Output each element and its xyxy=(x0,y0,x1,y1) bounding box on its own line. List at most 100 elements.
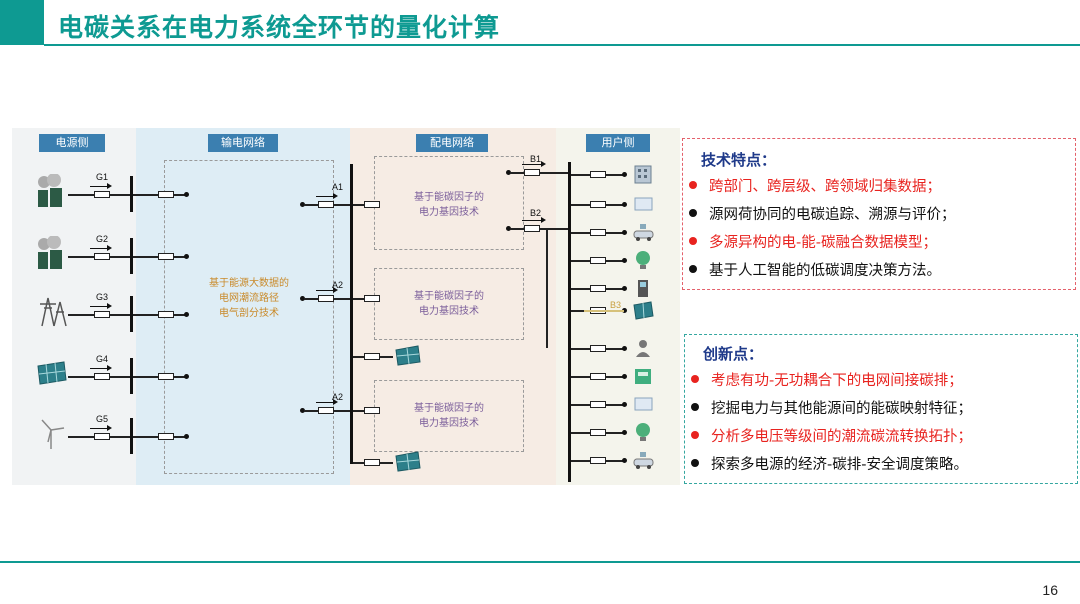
user-label-b3: B3 xyxy=(610,300,622,310)
flow-arrow xyxy=(316,193,338,199)
bulb-icon xyxy=(632,250,654,270)
solar-panel-icon xyxy=(394,450,422,472)
ev-car-icon xyxy=(632,450,654,470)
innovation-item-text: 挖掘电力与其他能源间的能碳映射特征； xyxy=(711,401,972,417)
generator-label: G5 xyxy=(96,414,109,424)
bulb-icon xyxy=(632,422,654,442)
user-label-b2: B2 xyxy=(530,208,542,218)
features-box: 技术特点： 跨部门、跨层级、跨领域归集数据； 源网荷协同的电碳追踪、溯源与评价； 多… xyxy=(682,138,1076,290)
flow-arrow xyxy=(522,217,546,223)
innovation-item-text: 考虑有功-无功耦合下的电网间接碳排； xyxy=(711,373,963,389)
title-bar: 电碳关系在电力系统全环节的量化计算 xyxy=(0,0,1080,48)
charger-icon xyxy=(632,278,654,298)
dist-box-line: 电力基因技术 xyxy=(419,207,479,218)
resistor-symbol xyxy=(590,457,606,464)
node-dot xyxy=(622,230,627,235)
node-dot xyxy=(622,286,627,291)
plant-icon xyxy=(34,173,68,208)
feature-item: 多源异构的电-能-碳融合数据模型； xyxy=(689,231,937,252)
dist-box-line: 电力基因技术 xyxy=(419,418,479,429)
resistor-symbol xyxy=(590,373,606,380)
footer-line xyxy=(0,561,1080,563)
node-dot xyxy=(622,430,627,435)
transmission-panel-label: 输电网络 xyxy=(208,134,278,152)
feature-item-text: 源网荷协同的电碳追踪、溯源与评价； xyxy=(709,207,956,223)
feature-item: 跨部门、跨层级、跨领域归集数据； xyxy=(689,175,941,196)
innovation-item-text: 分析多电压等级间的潮流碳流转换拓扑； xyxy=(711,429,972,445)
flow-arrow xyxy=(90,425,112,431)
bullet-icon xyxy=(691,459,699,467)
node-dot xyxy=(184,374,189,379)
resistor-symbol xyxy=(94,433,110,440)
bullet-icon xyxy=(689,181,697,189)
solar-panel-icon xyxy=(394,344,422,366)
generator-label: G1 xyxy=(96,172,109,182)
source-panel-label: 电源侧 xyxy=(39,134,105,152)
generator-label: G3 xyxy=(96,292,109,302)
resistor-symbol xyxy=(590,201,606,208)
innovation-item: 考虑有功-无功耦合下的电网间接碳排； xyxy=(691,369,963,390)
resistor-symbol xyxy=(590,229,606,236)
node-dot xyxy=(300,408,305,413)
page-title: 电碳关系在电力系统全环节的量化计算 xyxy=(58,13,501,42)
feeder-line xyxy=(353,410,373,412)
node-dot xyxy=(184,254,189,259)
resistor-symbol xyxy=(158,373,174,380)
source-panel: 电源侧 xyxy=(12,128,136,485)
user-label-b1: B1 xyxy=(530,154,542,164)
generator-bus xyxy=(130,418,133,454)
resistor-symbol xyxy=(158,433,174,440)
resistor-symbol xyxy=(364,407,380,414)
node-dot xyxy=(622,202,627,207)
resistor-symbol xyxy=(94,253,110,260)
node-dot xyxy=(184,312,189,317)
title-underline xyxy=(44,44,1080,46)
bullet-icon xyxy=(691,403,699,411)
resistor-symbol xyxy=(364,201,380,208)
node-dot xyxy=(300,202,305,207)
branch-label-a2-second: A2 xyxy=(332,392,344,402)
dist-box-line: 基于能碳因子的 xyxy=(414,403,484,414)
node-dot xyxy=(184,434,189,439)
generator-bus xyxy=(130,296,133,332)
resistor-symbol xyxy=(158,311,174,318)
building-icon xyxy=(632,164,654,184)
branch-label-a2: A2 xyxy=(332,280,344,290)
resistor-symbol xyxy=(590,429,606,436)
node-dot xyxy=(622,374,627,379)
node-dot xyxy=(622,402,627,407)
resistor-symbol xyxy=(590,171,606,178)
distribution-dashed-box-3 xyxy=(374,380,524,452)
feeder-line xyxy=(353,204,373,206)
feature-item-text: 多源异构的电-能-碳融合数据模型； xyxy=(709,235,937,251)
innovation-item-text: 探索多电源的经济-碳排-安全调度策略。 xyxy=(711,457,968,473)
bullet-icon xyxy=(689,237,697,245)
dist-box-line: 基于能碳因子的 xyxy=(414,291,484,302)
transmission-box-text: 基于能源大数据的 电网潮流路径 电气剖分技术 xyxy=(172,276,326,321)
bullet-icon xyxy=(689,265,697,273)
resistor-symbol xyxy=(590,285,606,292)
resistor-symbol xyxy=(158,191,174,198)
page-number: 16 xyxy=(1042,582,1058,598)
resistor-symbol xyxy=(524,169,540,176)
innovations-heading: 创新点： xyxy=(703,345,764,363)
generator-bus xyxy=(130,176,133,212)
flow-arrow xyxy=(90,183,112,189)
node-dot xyxy=(622,258,627,263)
transmission-box-line: 电气剖分技术 xyxy=(219,308,279,319)
innovation-item: 挖掘电力与其他能源间的能碳映射特征； xyxy=(691,397,972,418)
generator-bus xyxy=(130,238,133,274)
power-system-diagram: 电源侧 输电网络 配电网络 用户侧 基于能源大数据的 电网潮流路径 电气剖分技术… xyxy=(12,128,680,485)
innovation-item: 分析多电压等级间的潮流碳流转换拓扑； xyxy=(691,425,972,446)
resistor-symbol xyxy=(94,191,110,198)
innovations-box: 创新点： 考虑有功-无功耦合下的电网间接碳排； 挖掘电力与其他能源间的能碳映射特征… xyxy=(684,334,1078,484)
resistor-symbol xyxy=(158,253,174,260)
resistor-symbol xyxy=(590,401,606,408)
features-heading: 技术特点： xyxy=(701,151,777,169)
node-dot xyxy=(184,192,189,197)
transmission-bus xyxy=(350,164,353,464)
branch-label-a1: A1 xyxy=(332,182,344,192)
feature-item-text: 跨部门、跨层级、跨领域归集数据； xyxy=(709,179,941,195)
node-dot xyxy=(622,308,627,313)
distribution-box-3-text: 基于能碳因子的 电力基因技术 xyxy=(374,401,524,431)
